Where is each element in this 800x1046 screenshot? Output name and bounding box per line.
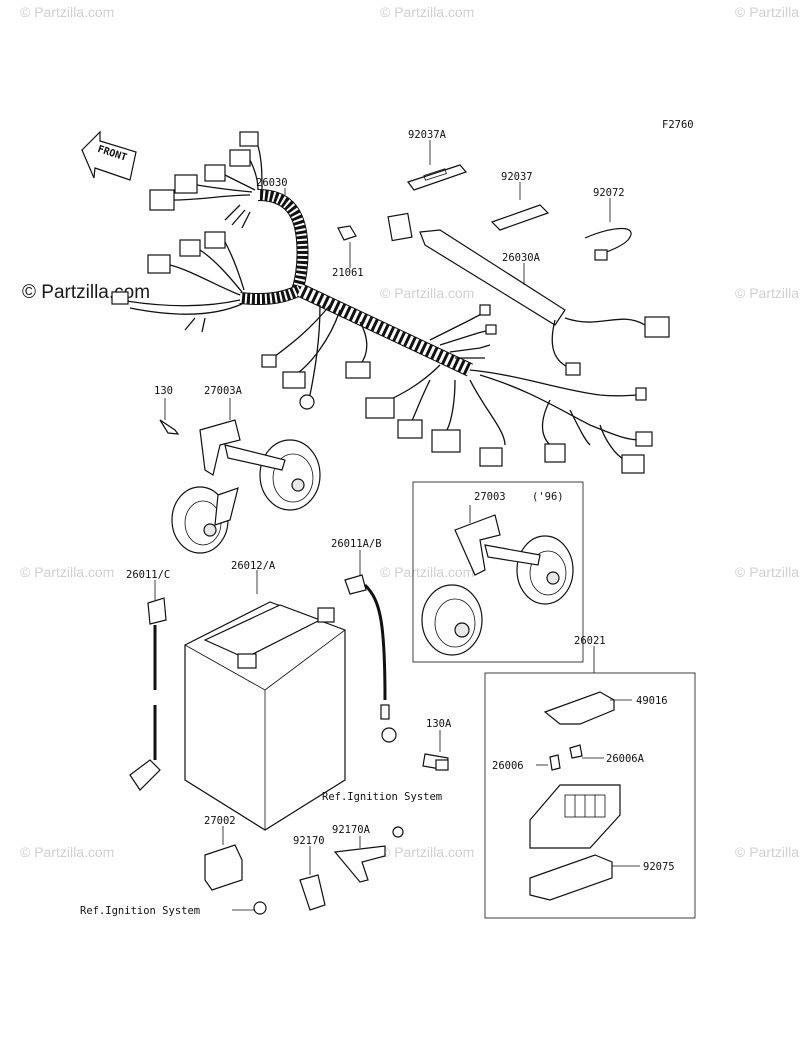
watermark-mid-left: © Partzilla.com bbox=[22, 282, 150, 303]
watermark-low-center: © Partzilla.com bbox=[380, 564, 474, 580]
part-26011c-cable bbox=[129, 580, 167, 791]
part-26011ab-battery-cable bbox=[344, 550, 397, 743]
label-96: ('96) bbox=[532, 491, 564, 503]
watermark-top-left: © Partzilla.com bbox=[20, 4, 114, 20]
label-92072: 92072 bbox=[593, 187, 625, 199]
label-130a: 130A bbox=[426, 718, 452, 730]
leader-lines bbox=[232, 188, 640, 911]
watermark-mid-center: © Partzilla.com bbox=[380, 285, 474, 301]
label-27003: 27003 bbox=[474, 491, 506, 503]
watermark-top-mid: © Partzilla.com bbox=[380, 4, 474, 20]
label-130: 130 bbox=[154, 385, 173, 397]
main-wiring-harness bbox=[111, 131, 653, 474]
part-92072-cable-tie bbox=[584, 198, 632, 261]
part-27003-96-box bbox=[412, 481, 584, 663]
watermark-bottom-left: © Partzilla.com bbox=[20, 844, 114, 860]
watermark-bottom-center: © Partzilla.com bbox=[380, 844, 474, 860]
watermark-top-right: © Partzilla.com bbox=[735, 4, 800, 20]
part-92037a-strap bbox=[407, 140, 468, 191]
label-21061: 21061 bbox=[332, 267, 364, 279]
part-labels: 26030 92037A 92037 92072 21061 26030A 13… bbox=[80, 129, 675, 917]
label-26012a: 26012/A bbox=[231, 560, 276, 572]
label-26021: 26021 bbox=[574, 635, 606, 647]
watermark-low-left: © Partzilla.com bbox=[20, 564, 114, 580]
label-27003a: 27003A bbox=[204, 385, 243, 397]
part-26012a-battery bbox=[184, 570, 346, 831]
part-92037-strap bbox=[490, 182, 550, 231]
part-92170-bracket bbox=[253, 846, 326, 915]
part-27002-relay bbox=[204, 826, 243, 891]
part-27003a-horn-bracket bbox=[159, 398, 321, 554]
watermarks: © Partzilla.com © Partzilla.com © Partzi… bbox=[20, 4, 800, 860]
figure-code: F2760 bbox=[662, 119, 694, 131]
watermark-mid-right: © Partzilla.com bbox=[735, 285, 800, 301]
coiled-tube bbox=[239, 189, 309, 305]
label-ref-ignition-system-2: Ref.Ignition System bbox=[80, 905, 200, 917]
label-92037: 92037 bbox=[501, 171, 533, 183]
watermark-low-right: © Partzilla.com bbox=[735, 564, 800, 580]
label-27002: 27002 bbox=[204, 815, 236, 827]
part-21061-clip bbox=[337, 225, 357, 268]
part-26021-junction-box bbox=[484, 646, 696, 919]
label-ref-ignition-system-1: Ref.Ignition System bbox=[322, 791, 442, 803]
part-130a-bolt bbox=[422, 730, 449, 771]
label-49016: 49016 bbox=[636, 695, 668, 707]
front-arrow-icon: FRONT bbox=[81, 130, 137, 181]
label-92037a: 92037A bbox=[408, 129, 447, 141]
label-92170: 92170 bbox=[293, 835, 325, 847]
label-26011c: 26011/C bbox=[126, 569, 170, 581]
label-92170a: 92170A bbox=[332, 824, 371, 836]
label-26006a: 26006A bbox=[606, 753, 645, 765]
part-92170a-bracket bbox=[333, 826, 404, 883]
label-26006: 26006 bbox=[492, 760, 524, 772]
label-26030: 26030 bbox=[256, 177, 288, 189]
label-26011ab: 26011A/B bbox=[331, 538, 382, 550]
watermark-bottom-right: © Partzilla.com bbox=[735, 844, 800, 860]
label-26030a: 26030A bbox=[502, 252, 541, 264]
part-26030a-sub-harness bbox=[387, 212, 670, 376]
label-92075: 92075 bbox=[643, 861, 675, 873]
